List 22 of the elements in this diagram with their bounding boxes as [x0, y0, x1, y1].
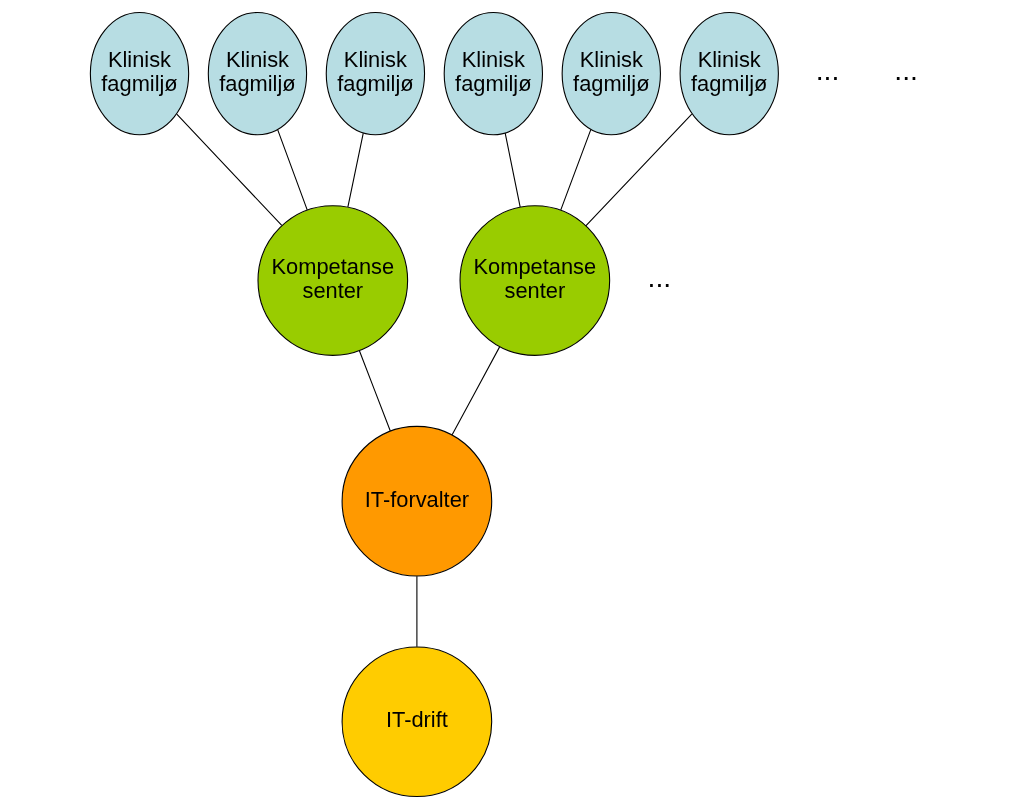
connector	[277, 129, 308, 211]
connector	[560, 129, 592, 211]
node-ellipse: Klinisk fagmiljø	[89, 11, 190, 136]
node-ellipse: Klinisk fagmiljø	[207, 11, 308, 136]
connector	[504, 132, 521, 208]
node-circle: IT-drift	[341, 646, 493, 798]
node-ellipse: Klinisk fagmiljø	[561, 11, 661, 136]
label: ...	[815, 54, 840, 87]
label: ...	[647, 261, 672, 294]
node-circle: Kompetanse senter	[459, 205, 611, 356]
connector	[358, 350, 391, 432]
connector	[416, 575, 418, 648]
node-ellipse: Klinisk fagmiljø	[443, 11, 544, 136]
connector	[585, 113, 693, 227]
connector	[347, 132, 364, 208]
node-circle: Kompetanse senter	[257, 205, 409, 356]
node-circle: IT-forvalter	[341, 425, 493, 577]
node-ellipse: Klinisk fagmiljø	[679, 11, 779, 136]
connector	[451, 346, 501, 436]
connector	[176, 113, 283, 226]
node-ellipse: Klinisk fagmiljø	[325, 11, 426, 136]
label: ...	[894, 54, 918, 87]
